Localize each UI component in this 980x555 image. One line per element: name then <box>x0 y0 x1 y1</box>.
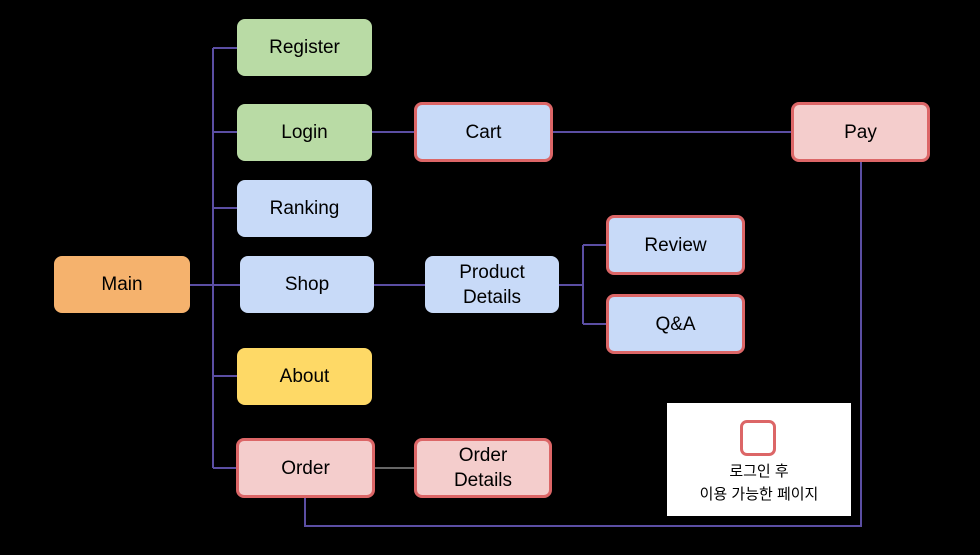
node-register: Register <box>237 19 372 76</box>
node-order: Order <box>236 438 375 498</box>
node-login: Login <box>237 104 372 161</box>
node-review: Review <box>606 215 745 275</box>
pay-to-order-loop <box>304 162 862 527</box>
node-pay: Pay <box>791 102 930 162</box>
node-cart: Cart <box>414 102 553 162</box>
node-order-details: Order Details <box>414 438 552 498</box>
product-details-branch <box>559 244 608 325</box>
node-qna: Q&A <box>606 294 745 354</box>
legend-box: 로그인 후 이용 가능한 페이지 <box>667 403 851 516</box>
node-ranking: Ranking <box>237 180 372 237</box>
legend-text: 로그인 후 이용 가능한 페이지 <box>699 463 819 503</box>
legend-swatch <box>740 420 776 456</box>
node-about: About <box>237 348 372 405</box>
node-product-details: Product Details <box>425 256 559 313</box>
node-main: Main <box>54 256 190 313</box>
node-shop: Shop <box>240 256 374 313</box>
